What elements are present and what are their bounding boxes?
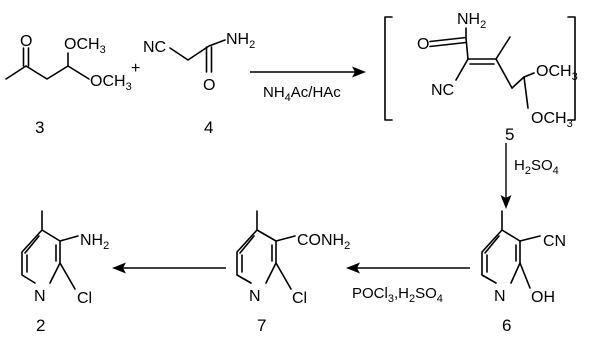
c7-carboxamide-conh2: CONH2 xyxy=(297,232,350,252)
c7-chloro-cl: Cl xyxy=(292,290,307,307)
compound-5: NH2 O NC OCH3 OCH3 5 xyxy=(384,11,578,144)
reaction-arrow-4 xyxy=(112,262,226,274)
compound-number-7: 7 xyxy=(257,316,266,335)
c3-methoxy-bottom: OCH3 xyxy=(90,73,132,93)
compound-2: NH2 N Cl 2 xyxy=(21,210,109,335)
compound-4: NC NH2 O 4 xyxy=(143,31,255,137)
c4-amide-nh2: NH2 xyxy=(226,31,255,51)
reaction-arrow-1 xyxy=(250,66,366,78)
c6-nitrile-cn: CN xyxy=(543,233,566,250)
reaction-arrow-3 xyxy=(346,262,470,274)
c4-nitrile-nc: NC xyxy=(143,39,166,56)
condition-step2: H2SO4 xyxy=(514,157,559,177)
c4-carbonyl-o: O xyxy=(203,77,215,94)
reaction-arrow-2 xyxy=(500,143,512,209)
c3-methoxy-top: OCH3 xyxy=(64,36,106,56)
c5-amide-nh2: NH2 xyxy=(457,11,486,31)
compound-6: CN N OH 6 xyxy=(481,210,566,335)
c3-carbonyl-o: O xyxy=(20,33,32,50)
compound-3: O OCH3 OCH3 3 xyxy=(5,33,132,137)
compound-number-3: 3 xyxy=(35,118,44,137)
condition-step1: NH4Ac/HAc xyxy=(263,84,341,104)
compound-number-6: 6 xyxy=(502,316,511,335)
condition-step3: POCl3,H2SO4 xyxy=(352,285,443,305)
c5-carbonyl-o: O xyxy=(417,36,429,53)
c2-chloro-cl: Cl xyxy=(77,290,92,307)
compound-number-4: 4 xyxy=(204,118,213,137)
c5-nitrile-nc: NC xyxy=(431,82,454,99)
plus-sign: + xyxy=(131,60,140,77)
c2-amino-nh2: NH2 xyxy=(80,232,109,252)
c5-methoxy-bottom: OCH3 xyxy=(531,110,573,130)
c6-hydroxyl-oh: OH xyxy=(531,289,555,306)
c2-ring-n: N xyxy=(34,288,46,305)
c6-ring-n: N xyxy=(494,288,506,305)
c5-methoxy-top: OCH3 xyxy=(536,63,578,83)
compound-number-2: 2 xyxy=(36,316,45,335)
compound-number-5: 5 xyxy=(505,125,514,144)
compound-7: CONH2 N Cl 7 xyxy=(236,210,350,335)
c7-ring-n: N xyxy=(249,288,261,305)
